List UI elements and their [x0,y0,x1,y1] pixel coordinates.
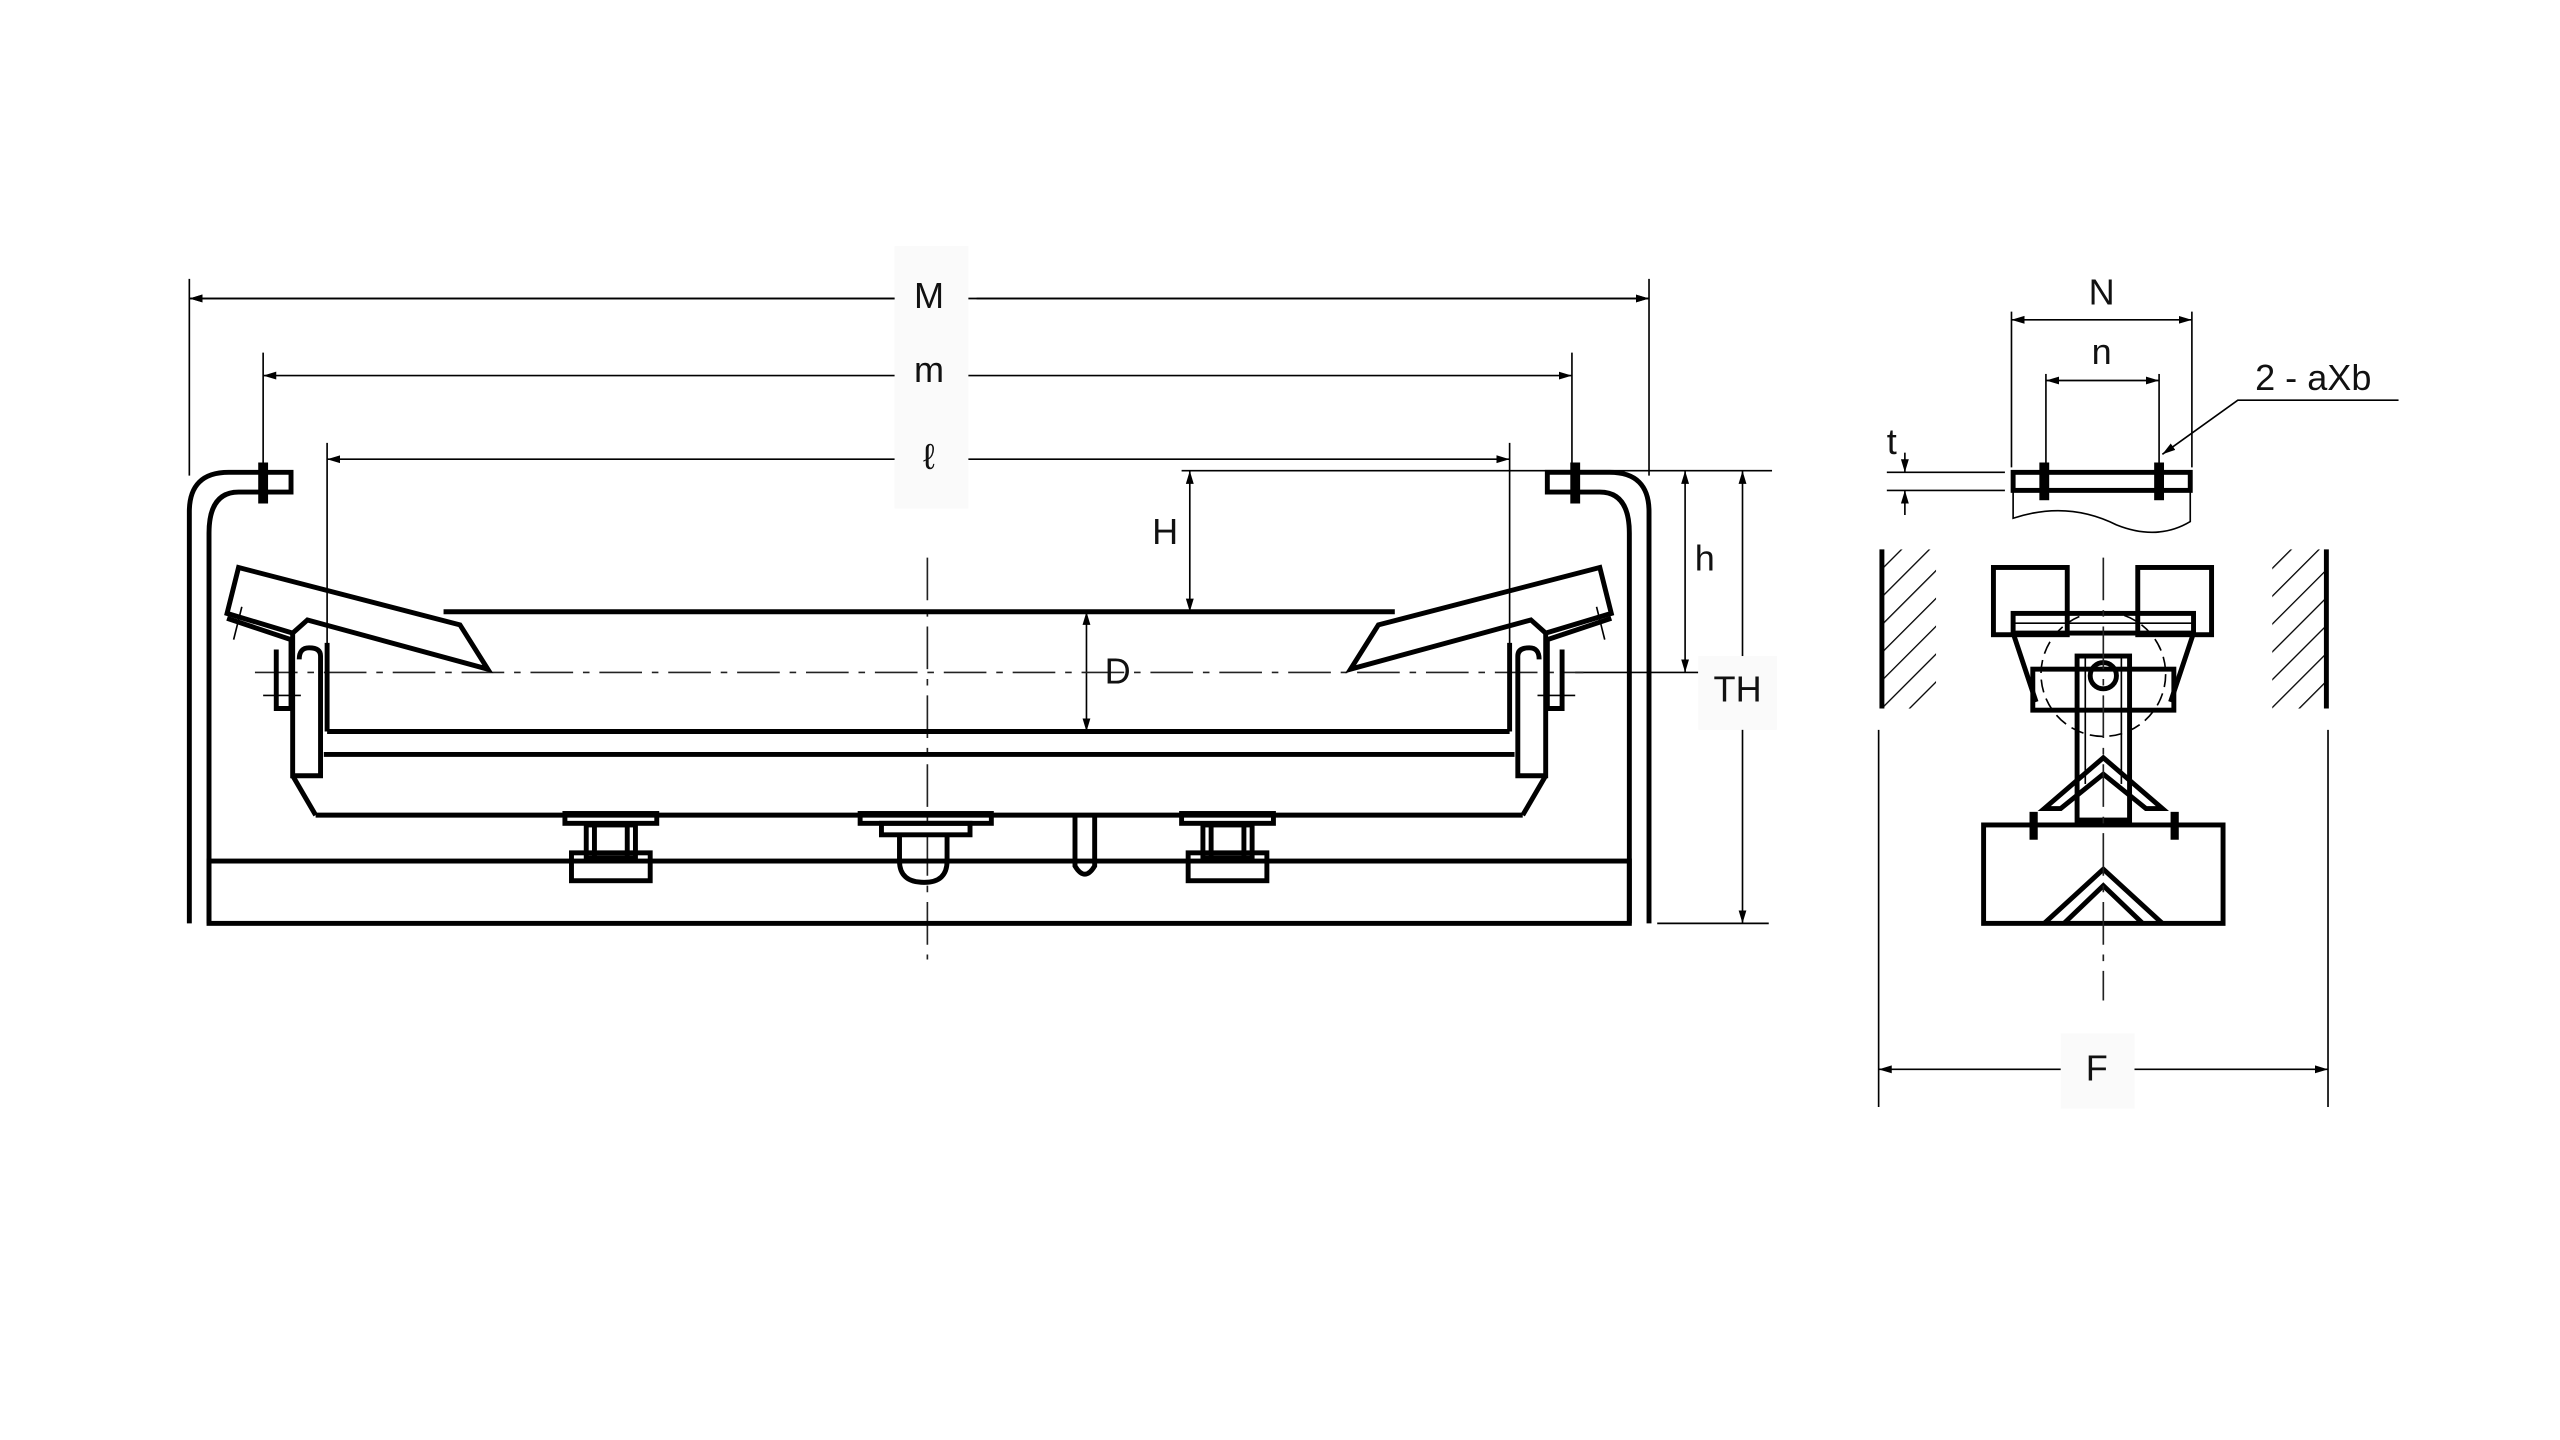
label-n: n [2092,331,2112,372]
label-H: H [1152,511,1178,552]
label-t: t [1887,421,1897,462]
label-TH: TH [1714,669,1762,710]
front-view: M m ℓ H D h TH [186,246,1777,960]
label-l: ℓ [923,436,935,477]
label-N: N [2089,272,2115,313]
label-F: F [2086,1048,2108,1089]
label-D: D [1105,651,1131,692]
label-m: m [914,349,944,390]
side-view: N n 2 - aXb t F [1877,272,2399,1109]
label-M: M [914,275,944,316]
hole-leader [2161,399,2399,455]
label-h: h [1695,537,1715,578]
label-hole: 2 - aXb [2255,357,2371,398]
